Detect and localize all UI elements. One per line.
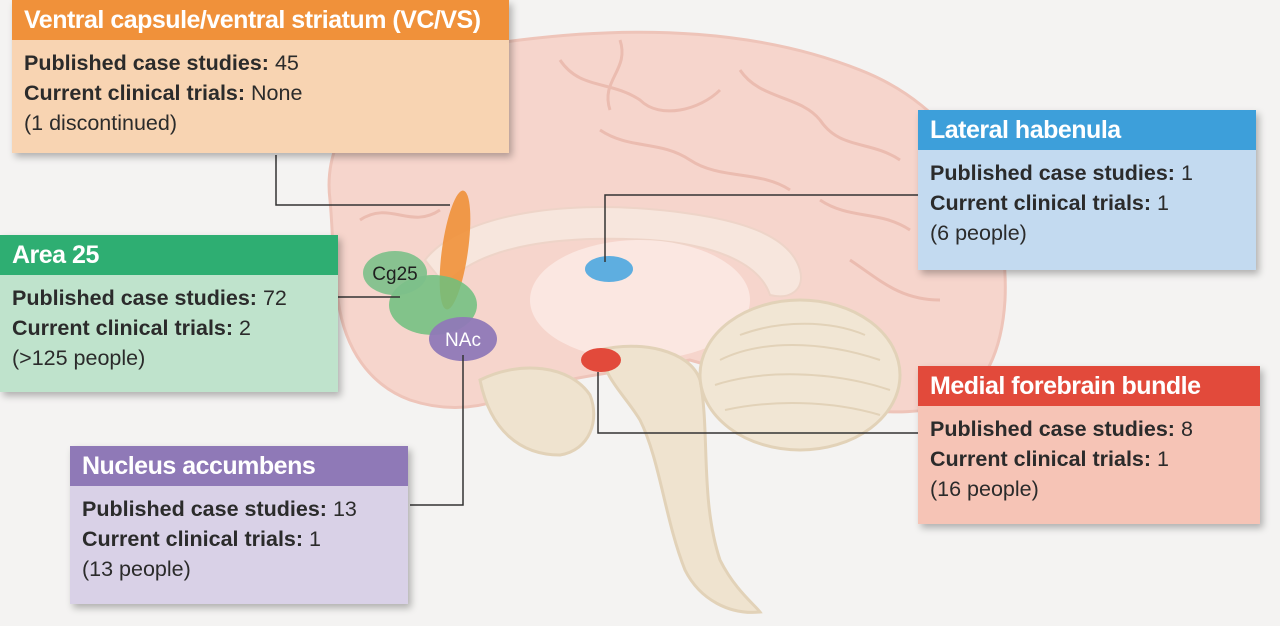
vcvs-published-value: 45: [274, 51, 299, 75]
nac-trials-value: 1: [309, 527, 321, 551]
lhb-note: (6 people): [930, 221, 1027, 245]
brain-gyri: [359, 39, 941, 302]
nac-info-box: Nucleus accumbens Published case studies…: [70, 446, 408, 604]
vcvs-title: Ventral capsule/ventral striatum (VC/VS): [12, 0, 509, 40]
cerebellum-folia: [714, 322, 891, 416]
area25-published-label: Published case studies:: [12, 286, 257, 310]
nac-note: (13 people): [82, 557, 191, 581]
nac-published-value: 13: [332, 497, 357, 521]
mfb-title: Medial forebrain bundle: [918, 366, 1260, 406]
vcvs-leader: [275, 155, 450, 206]
mfb-trials-value: 1: [1157, 447, 1169, 471]
vcvs-trials-label: Current clinical trials:: [24, 81, 246, 105]
thalamus: [530, 240, 750, 360]
vcvs-info-box: Ventral capsule/ventral striatum (VC/VS)…: [12, 0, 509, 153]
cg25-label: Cg25: [372, 264, 417, 285]
mfb-published-value: 8: [1180, 417, 1193, 441]
lhb-title: Lateral habenula: [918, 110, 1256, 150]
mfb-leader: [597, 372, 920, 434]
cg25-target: [363, 251, 427, 295]
mfb-published-label: Published case studies:: [930, 417, 1175, 441]
nac-label: NAc: [445, 330, 481, 351]
lhb-trials-label: Current clinical trials:: [930, 191, 1152, 215]
leader-lines: [275, 155, 920, 506]
nac-published-label: Published case studies:: [82, 497, 327, 521]
area25-trials-value: 2: [239, 316, 251, 340]
lhb-published-value: 1: [1180, 161, 1193, 185]
area25-note: (>125 people): [12, 346, 146, 370]
area25-trials-label: Current clinical trials:: [12, 316, 234, 340]
lhb-published-label: Published case studies:: [930, 161, 1175, 185]
area25-info-box: Area 25 Published case studies: 72 Curre…: [0, 235, 338, 392]
mfb-info-box: Medial forebrain bundle Published case s…: [918, 366, 1260, 524]
mfb-target: [581, 348, 621, 372]
mfb-trials-label: Current clinical trials:: [930, 447, 1152, 471]
pons: [478, 366, 596, 457]
nac-target: [429, 317, 497, 361]
lhb-trials-value: 1: [1157, 191, 1169, 215]
vcvs-published-label: Published case studies:: [24, 51, 269, 75]
vcvs-trials-value: None: [251, 81, 303, 105]
nac-leader: [410, 355, 464, 506]
lhb-leader: [604, 194, 920, 262]
mfb-note: (16 people): [930, 477, 1039, 501]
vcvs-note: (1 discontinued): [24, 111, 177, 135]
lhb-target: [585, 256, 633, 282]
corpus-callosum: [423, 206, 802, 298]
nac-trials-label: Current clinical trials:: [82, 527, 304, 551]
nac-title: Nucleus accumbens: [70, 446, 408, 486]
area25-title: Area 25: [0, 235, 338, 275]
area25-published-value: 72: [262, 286, 287, 310]
lhb-info-box: Lateral habenula Published case studies:…: [918, 110, 1256, 270]
